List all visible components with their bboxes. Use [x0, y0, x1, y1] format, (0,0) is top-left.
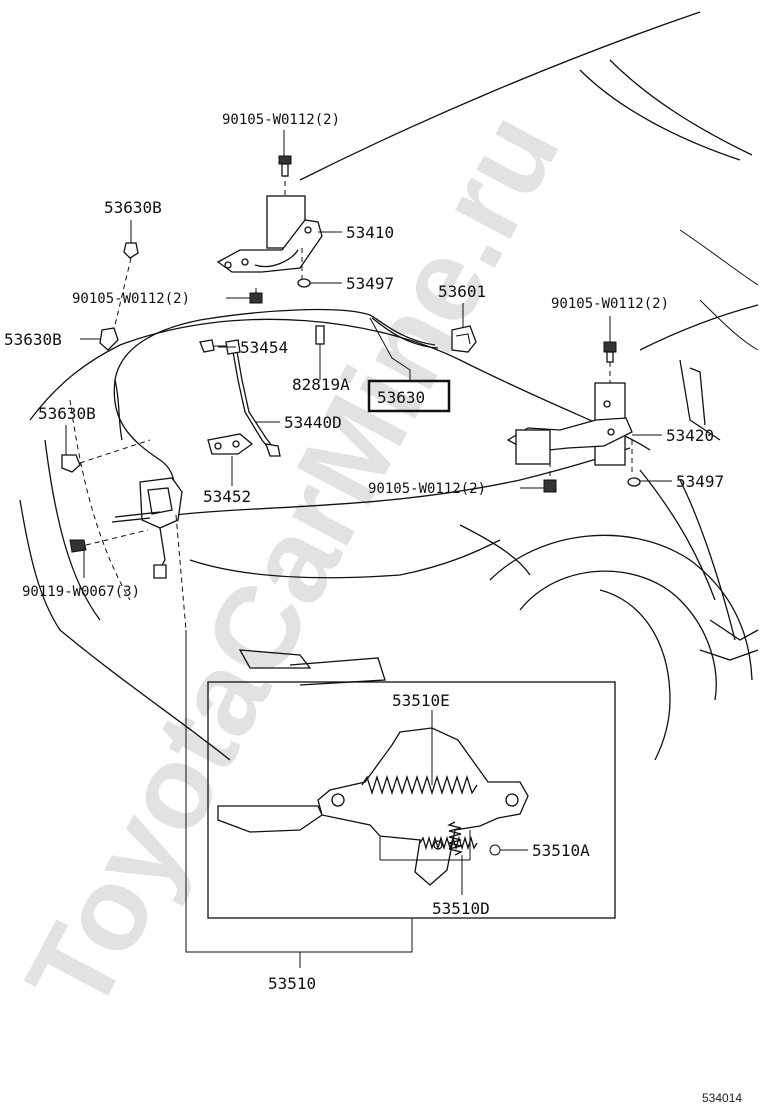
bolt-hinge-right-lower — [543, 462, 557, 493]
label-screw-latch: 90119-W0067(3) — [22, 584, 140, 600]
label-clip-lower: 53630B — [38, 404, 96, 423]
screw-latch — [69, 529, 149, 553]
diagram-code: 534014 — [702, 1091, 742, 1105]
label-spring-a: 53510A — [532, 841, 590, 860]
label-bolt-hinge-right: 90105-W0112(2) — [551, 296, 669, 312]
clip-mid-shape — [99, 327, 119, 351]
latch-detail-box — [185, 630, 616, 968]
leader-lines — [65, 130, 672, 578]
label-stay-holder: 53454 — [240, 338, 288, 357]
label-bolt-hinge-right-lower: 90105-W0112(2) — [368, 481, 486, 497]
label-spring-e: 53510E — [392, 691, 450, 710]
stay-rod-shape — [225, 339, 281, 457]
label-clip-upper: 53630B — [104, 198, 162, 217]
latch-on-body — [111, 477, 187, 631]
label-stay: 53440D — [284, 413, 342, 432]
label-cushion-left: 53497 — [346, 274, 394, 293]
hinge-left — [216, 172, 323, 282]
label-bolt-hinge-left: 90105-W0112(2) — [222, 112, 340, 128]
stay-holder-shape — [199, 339, 226, 353]
grommet-shape — [315, 325, 325, 368]
latch-plate-shape — [217, 727, 529, 886]
label-bolt-clip: 90105-W0112(2) — [72, 291, 190, 307]
label-spring-d: 53510D — [432, 899, 490, 918]
hood-release-cable — [113, 308, 439, 501]
cushion-right-shape — [627, 477, 641, 487]
clip-lower-shape — [61, 439, 151, 473]
label-clip-mid: 53630B — [4, 330, 62, 349]
cushion-left-shape — [297, 278, 311, 288]
release-lever-shape — [451, 325, 477, 353]
label-cable: 53630 — [377, 388, 425, 407]
bolt-clip — [249, 288, 263, 304]
label-latch-assy: 53510 — [268, 974, 316, 993]
label-hinge-left: 53410 — [346, 223, 394, 242]
label-cushion-right: 53497 — [676, 472, 724, 491]
highlight-box-cable — [367, 379, 451, 413]
part-labels: 90105-W0112(2) 53630B 53410 53497 90105-… — [4, 112, 742, 1105]
spring-a-shape — [419, 835, 528, 856]
label-hinge-right: 53420 — [666, 426, 714, 445]
spring-d-shape — [447, 821, 463, 895]
spring-e-shape — [361, 710, 478, 796]
bolt-hinge-left — [278, 155, 292, 177]
stay-bracket-shape — [207, 433, 254, 455]
label-grommet: 82819A — [292, 375, 350, 394]
bolt-hinge-right — [603, 316, 617, 363]
label-release-lever: 53601 — [438, 282, 486, 301]
label-stay-bracket: 53452 — [203, 487, 251, 506]
hinge-right — [506, 362, 633, 476]
